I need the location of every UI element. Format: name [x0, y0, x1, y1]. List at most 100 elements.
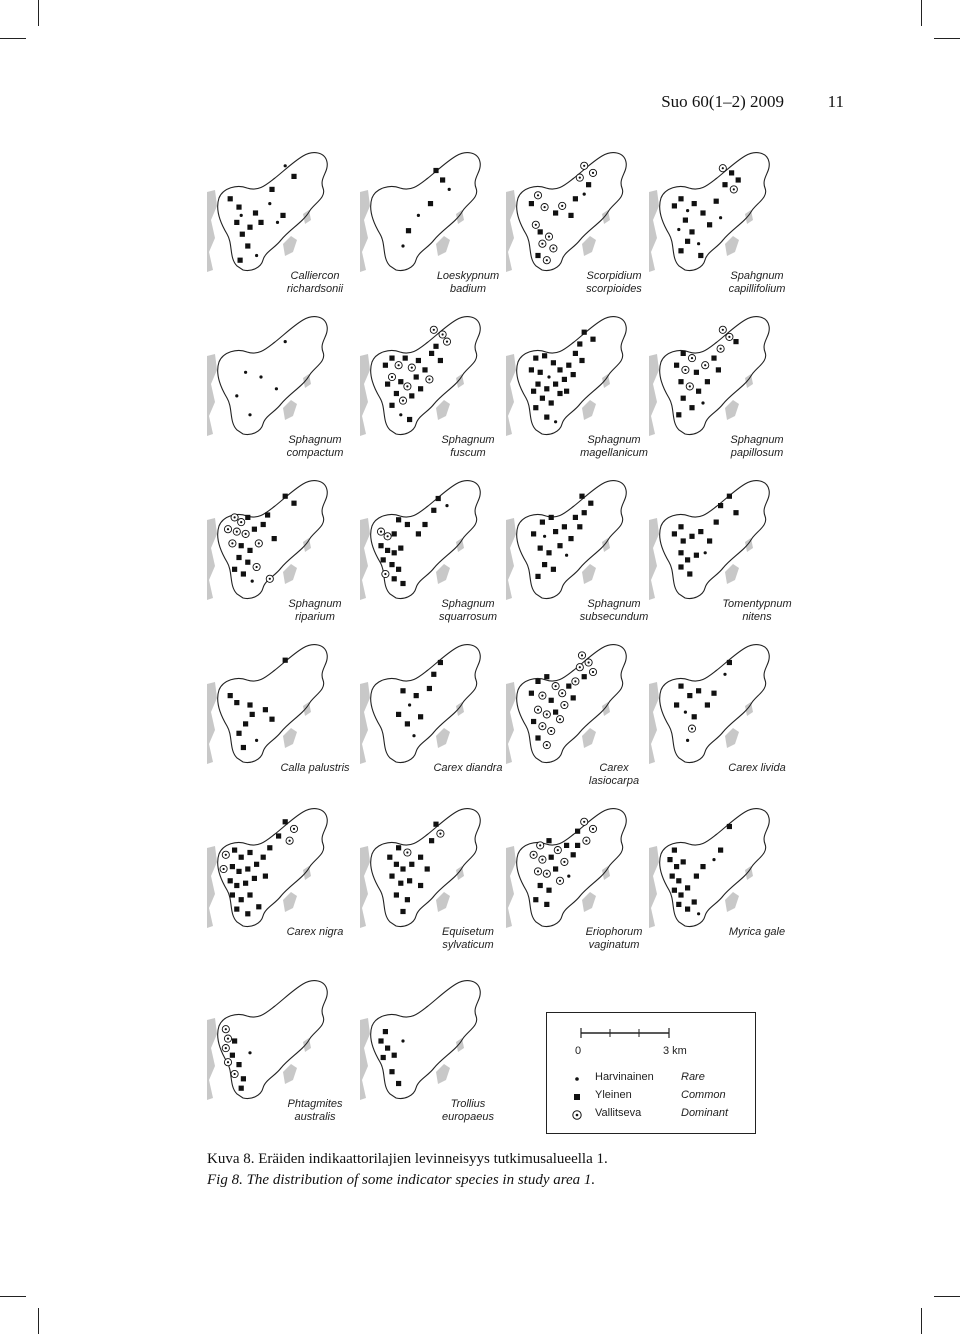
common-occurrence-marker — [260, 854, 266, 860]
surrounding-land-shape — [649, 354, 659, 436]
common-occurrence-marker — [429, 350, 435, 356]
surrounding-land-shape — [360, 354, 370, 436]
common-occurrence-marker — [676, 878, 682, 884]
common-occurrence-marker — [398, 545, 404, 551]
dominant-occurrence-marker — [729, 185, 738, 194]
common-occurrence-marker — [282, 819, 288, 825]
common-occurrence-marker — [546, 838, 552, 844]
surrounding-land-shape — [436, 1064, 450, 1084]
common-occurrence-marker — [535, 252, 541, 259]
surrounding-land-shape — [602, 538, 610, 552]
common-occurrence-marker — [409, 861, 415, 867]
species-map-panel: Loeskypnum badium — [358, 148, 508, 308]
dominant-occurrence-marker — [252, 562, 261, 572]
common-occurrence-marker — [254, 861, 260, 867]
dominant-occurrence-marker — [560, 700, 569, 710]
dominant-occurrence-marker — [533, 867, 543, 876]
common-occurrence-marker — [391, 550, 397, 556]
common-occurrence-marker — [572, 196, 578, 202]
common-occurrence-marker — [572, 350, 578, 356]
study-area-outline — [370, 980, 481, 1100]
study-area-map — [207, 808, 328, 928]
common-occurrence-marker — [700, 210, 706, 216]
study-area-outline — [370, 480, 481, 600]
dominant-occurrence-marker — [681, 365, 690, 374]
common-occurrence-marker — [577, 524, 583, 530]
dominant-occurrence-marker — [718, 325, 727, 334]
common-occurrence-marker — [389, 873, 395, 879]
surrounding-land-shape — [436, 892, 450, 912]
surrounding-land-shape — [436, 236, 450, 256]
surrounding-land-shape — [649, 682, 659, 764]
common-occurrence-marker — [711, 690, 717, 696]
crop-mark-top-right — [921, 0, 922, 26]
dominant-occurrence-marker — [436, 829, 445, 838]
rare-occurrence-marker — [399, 413, 403, 417]
common-occurrence-marker — [704, 379, 710, 385]
common-occurrence-marker — [682, 217, 688, 223]
dominant-occurrence-marker — [584, 658, 593, 667]
surrounding-land-shape — [436, 564, 450, 584]
surrounding-land-shape — [506, 190, 516, 272]
common-occurrence-marker — [391, 576, 397, 582]
dominant-occurrence-marker — [580, 817, 589, 826]
common-occurrence-marker — [389, 562, 395, 568]
species-label: Loeskypnum badium — [436, 270, 500, 295]
common-occurrence-marker — [718, 847, 724, 853]
common-occurrence-marker — [696, 388, 702, 394]
surrounding-land-shape — [436, 400, 450, 420]
common-occurrence-marker — [542, 353, 548, 359]
common-occurrence-marker — [676, 901, 682, 907]
dominant-occurrence-marker — [555, 715, 565, 724]
dominant-occurrence-marker — [540, 203, 549, 212]
scale-bar — [580, 1028, 670, 1038]
surrounding-land-shape — [506, 682, 516, 764]
common-occurrence-marker — [579, 357, 585, 364]
surrounding-land-shape — [283, 236, 297, 256]
common-occurrence-marker — [240, 571, 246, 577]
dominant-occurrence-marker — [289, 824, 299, 833]
common-occurrence-marker — [396, 1080, 402, 1087]
surrounding-land-shape — [207, 190, 217, 272]
common-occurrence-marker — [251, 526, 257, 532]
common-occurrence-marker — [234, 700, 240, 706]
common-occurrence-marker — [537, 545, 543, 551]
common-occurrence-marker — [243, 721, 249, 727]
species-map-panel: Sphagnum subsecundum — [504, 476, 654, 636]
species-label: Calliercon richardsonii — [286, 270, 344, 295]
dominant-occurrence-marker — [387, 372, 397, 382]
species-map-panel: Carex lasiocarpa — [504, 640, 654, 800]
common-occurrence-marker — [234, 906, 240, 912]
common-occurrence-marker — [393, 861, 399, 867]
common-occurrence-marker — [678, 683, 684, 689]
surrounding-land-shape — [283, 1064, 297, 1084]
common-occurrence-marker — [528, 367, 534, 373]
common-occurrence-marker — [269, 716, 275, 722]
common-occurrence-marker — [561, 376, 567, 382]
common-occurrence-marker — [291, 173, 297, 179]
common-occurrence-marker — [691, 899, 697, 905]
study-area-map — [506, 480, 627, 600]
study-area-outline — [659, 152, 770, 272]
rare-occurrence-marker — [447, 187, 451, 191]
dominant-occurrence-marker — [538, 239, 547, 248]
common-occurrence-marker — [243, 880, 249, 886]
dominant-occurrence-marker — [394, 361, 403, 370]
common-occurrence-marker — [577, 341, 583, 347]
common-occurrence-marker — [572, 514, 578, 520]
common-occurrence-marker — [531, 388, 537, 394]
rare-occurrence-marker — [239, 213, 243, 217]
common-occurrence-marker — [418, 882, 424, 889]
crop-mark-bottom-right — [921, 1308, 922, 1334]
common-occurrence-marker — [227, 878, 233, 884]
common-occurrence-marker — [229, 892, 235, 898]
legend-label-en: Common — [681, 1089, 726, 1101]
common-occurrence-marker — [396, 566, 402, 572]
dominant-occurrence-marker — [588, 824, 598, 833]
rare-occurrence-marker — [244, 370, 248, 374]
common-occurrence-marker — [404, 521, 410, 528]
common-occurrence-marker — [382, 362, 388, 368]
species-map-panel: Eriophorum vaginatum — [504, 804, 654, 964]
common-occurrence-marker — [409, 393, 415, 399]
common-occurrence-marker — [396, 517, 402, 523]
